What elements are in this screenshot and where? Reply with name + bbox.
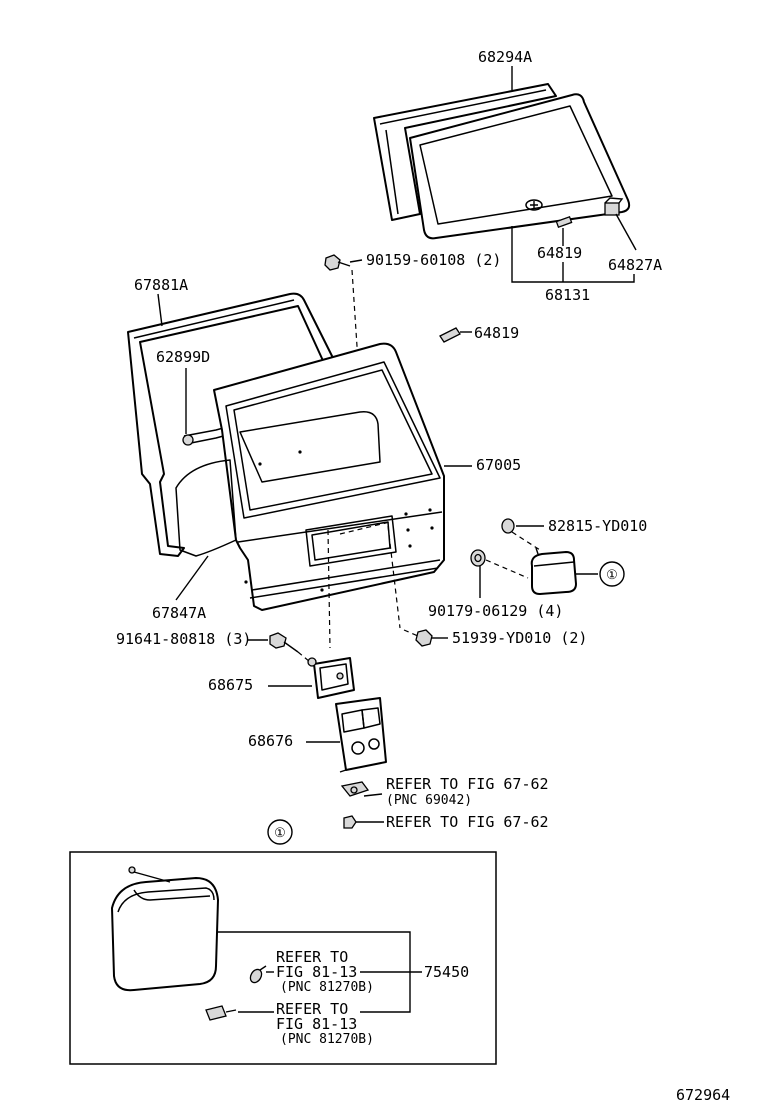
grommet-90179[interactable] <box>470 549 486 567</box>
refer-b-line3: (PNC 81270B) <box>280 1032 374 1047</box>
label-62899d: 62899D <box>156 348 210 366</box>
door-clip-64819[interactable] <box>439 327 461 343</box>
high-mount-stop-lamp[interactable] <box>530 547 577 595</box>
label-refer-2: REFER TO FIG 67-62 <box>386 813 549 831</box>
refer-a-line1: REFER TO <box>276 948 348 966</box>
leader-67847a <box>175 555 209 601</box>
label-68675: 68675 <box>208 676 253 694</box>
refer-b-line1: REFER TO <box>276 1000 348 1018</box>
bulb-upper[interactable] <box>248 965 267 985</box>
label-68294a: 68294A <box>478 48 532 66</box>
callout-circle-lamp <box>599 561 625 587</box>
back-window-glass[interactable] <box>409 93 631 240</box>
striker-68675[interactable] <box>307 657 355 699</box>
nut-82815[interactable] <box>501 518 515 534</box>
leader-90159 <box>349 259 363 263</box>
glass-clip-64827a[interactable] <box>604 197 624 216</box>
leader-68131-bracket <box>511 226 635 283</box>
label-68676: 68676 <box>248 732 293 750</box>
label-67881a: 67881A <box>134 276 188 294</box>
label-67005: 67005 <box>476 456 521 474</box>
leader-64827a <box>615 213 637 251</box>
screw-refer-2[interactable] <box>343 815 357 829</box>
dash-90179 <box>485 559 529 579</box>
label-64819-top: 64819 <box>537 244 582 262</box>
leader-refer-1 <box>363 793 383 797</box>
label-90159: 90159-60108 (2) <box>366 251 501 269</box>
bolt-91641[interactable] <box>269 632 299 653</box>
lock-cylinder[interactable] <box>340 781 370 797</box>
plate-68676[interactable] <box>335 697 387 773</box>
refer-a-line2: FIG 81-13 <box>276 963 357 981</box>
back-door-panel[interactable] <box>213 342 445 611</box>
label-68131: 68131 <box>545 286 590 304</box>
diagram-number: 672964 <box>676 1086 730 1104</box>
leader-67881a <box>157 293 163 327</box>
refer-a-line3: (PNC 81270B) <box>280 980 374 995</box>
bolt-90159[interactable] <box>324 254 351 271</box>
label-64827a: 64827A <box>608 256 662 274</box>
label-51939: 51939-YD010 (2) <box>452 629 587 647</box>
bolt-51939[interactable] <box>415 629 433 647</box>
refer-b-line2: FIG 81-13 <box>276 1015 357 1033</box>
label-pnc-69042: (PNC 69042) <box>386 793 472 808</box>
detail-box <box>69 851 497 1065</box>
glass-clip-top[interactable] <box>555 215 573 229</box>
back-window-weatherstrip[interactable] <box>373 83 557 221</box>
callout-circle-detail <box>267 819 293 845</box>
dash-door-68675 <box>327 529 331 649</box>
label-64819-mid: 64819 <box>474 324 519 342</box>
dash-82815 <box>511 531 541 551</box>
label-67847a: 67847A <box>152 604 206 622</box>
label-refer-1: REFER TO FIG 67-62 <box>386 775 549 793</box>
label-82815: 82815-YD010 <box>548 517 647 535</box>
stop-lamp-assembly[interactable] <box>111 866 219 992</box>
inner-trim-67847a[interactable] <box>175 459 237 557</box>
callout-number-detail: ① <box>274 826 286 841</box>
dash-door-51939 <box>387 525 401 629</box>
label-91641: 91641-80818 (3) <box>116 630 251 648</box>
bulb-lower[interactable] <box>205 1005 237 1021</box>
dash-51939 <box>403 629 419 637</box>
label-75450: 75450 <box>424 963 469 981</box>
label-90179: 90179-06129 (4) <box>428 602 563 620</box>
callout-number-lamp: ① <box>606 568 618 583</box>
